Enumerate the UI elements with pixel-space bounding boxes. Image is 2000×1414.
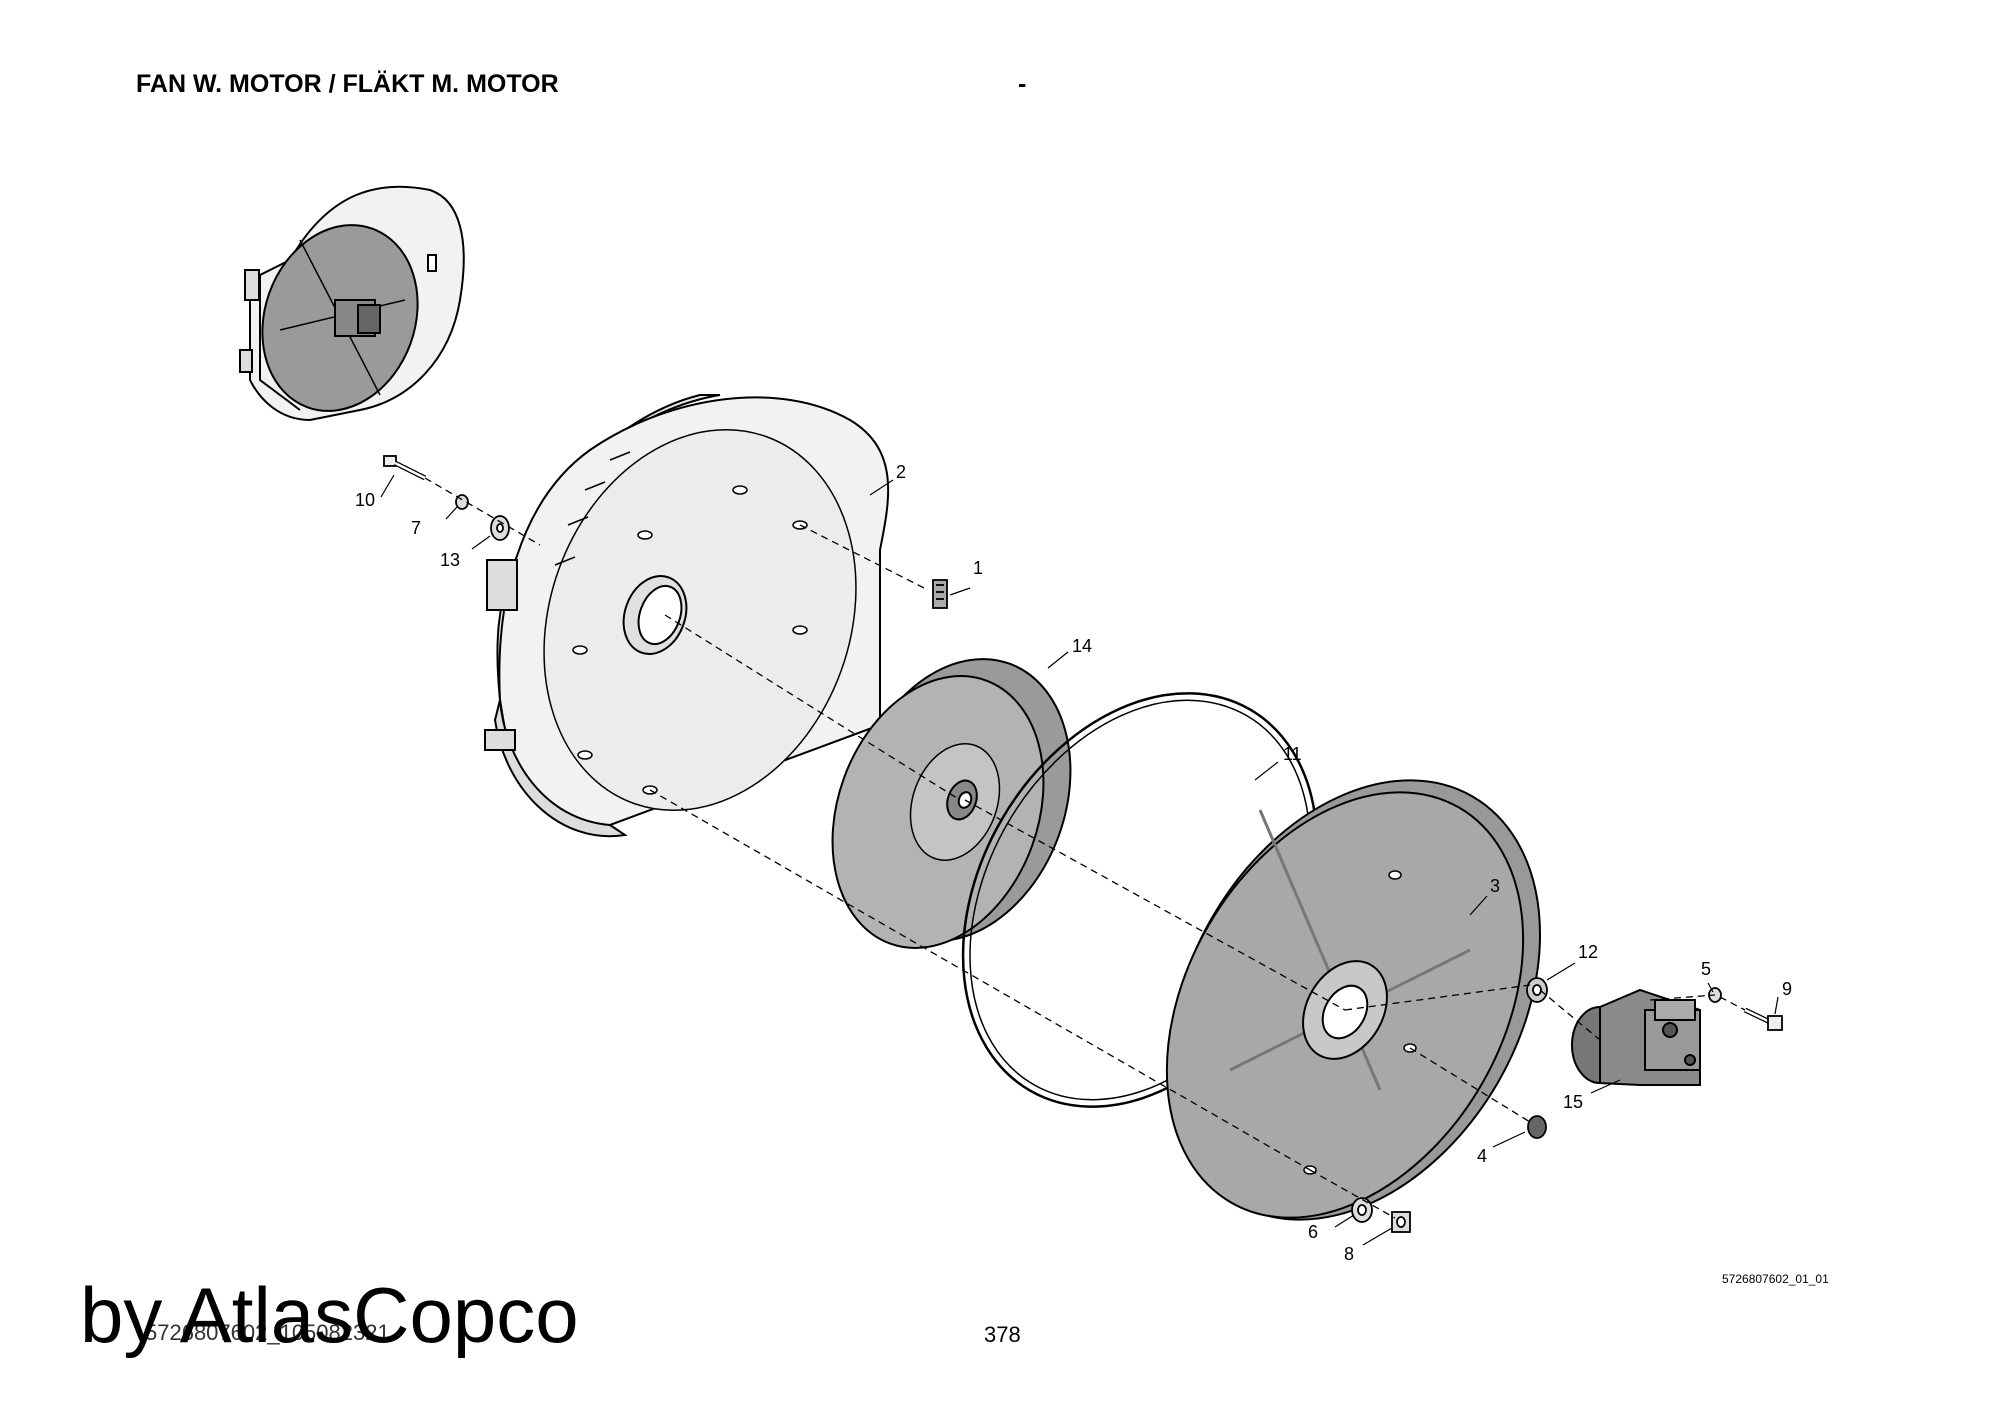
watermark-text: by AtlasCopco xyxy=(80,1271,579,1359)
callout-15: 15 xyxy=(1563,1092,1583,1112)
washer-part-6 xyxy=(1351,1197,1373,1223)
leader-lines xyxy=(380,474,1779,1246)
plug-part-4 xyxy=(1527,1115,1547,1139)
callout-12: 12 xyxy=(1578,942,1598,962)
bolt-part-9 xyxy=(1743,1007,1783,1031)
bolt-part-10 xyxy=(383,455,427,481)
page-title: FAN W. MOTOR / FLÄKT M. MOTOR xyxy=(136,70,559,98)
hardware-parts xyxy=(383,455,1783,1233)
callout-labels: 1 2 3 4 5 6 7 8 9 10 11 12 13 14 15 xyxy=(355,462,1792,1264)
label-plate-part-1 xyxy=(932,579,948,609)
assembled-fan-thumbnail xyxy=(239,185,465,422)
hydraulic-motor-part-15 xyxy=(1571,988,1701,1086)
back-plate-part-3 xyxy=(1165,779,1541,1221)
callout-9: 9 xyxy=(1782,979,1792,999)
callout-5: 5 xyxy=(1701,959,1711,979)
document-reference: 5726807602_105082321 xyxy=(145,1320,390,1345)
callout-13: 13 xyxy=(440,550,460,570)
callout-6: 6 xyxy=(1308,1222,1318,1242)
assembly-axis-lines xyxy=(424,477,1746,1219)
callout-1: 1 xyxy=(973,558,983,578)
washer-part-13 xyxy=(490,515,510,541)
spacer-part-12 xyxy=(1526,977,1548,1003)
callout-2: 2 xyxy=(896,462,906,482)
drawing-code: 5726807602_01_01 xyxy=(1722,1272,1829,1286)
header-dash: - xyxy=(1018,70,1027,98)
callout-7: 7 xyxy=(411,518,421,538)
nut-part-8 xyxy=(1391,1211,1411,1233)
callout-4: 4 xyxy=(1477,1146,1487,1166)
callout-11: 11 xyxy=(1283,744,1302,764)
callout-10: 10 xyxy=(355,490,375,510)
fan-housing-part-2 xyxy=(484,394,890,838)
callout-14: 14 xyxy=(1072,636,1092,656)
callout-8: 8 xyxy=(1344,1244,1354,1264)
page-number: 378 xyxy=(984,1322,1021,1347)
callout-3: 3 xyxy=(1490,876,1500,896)
